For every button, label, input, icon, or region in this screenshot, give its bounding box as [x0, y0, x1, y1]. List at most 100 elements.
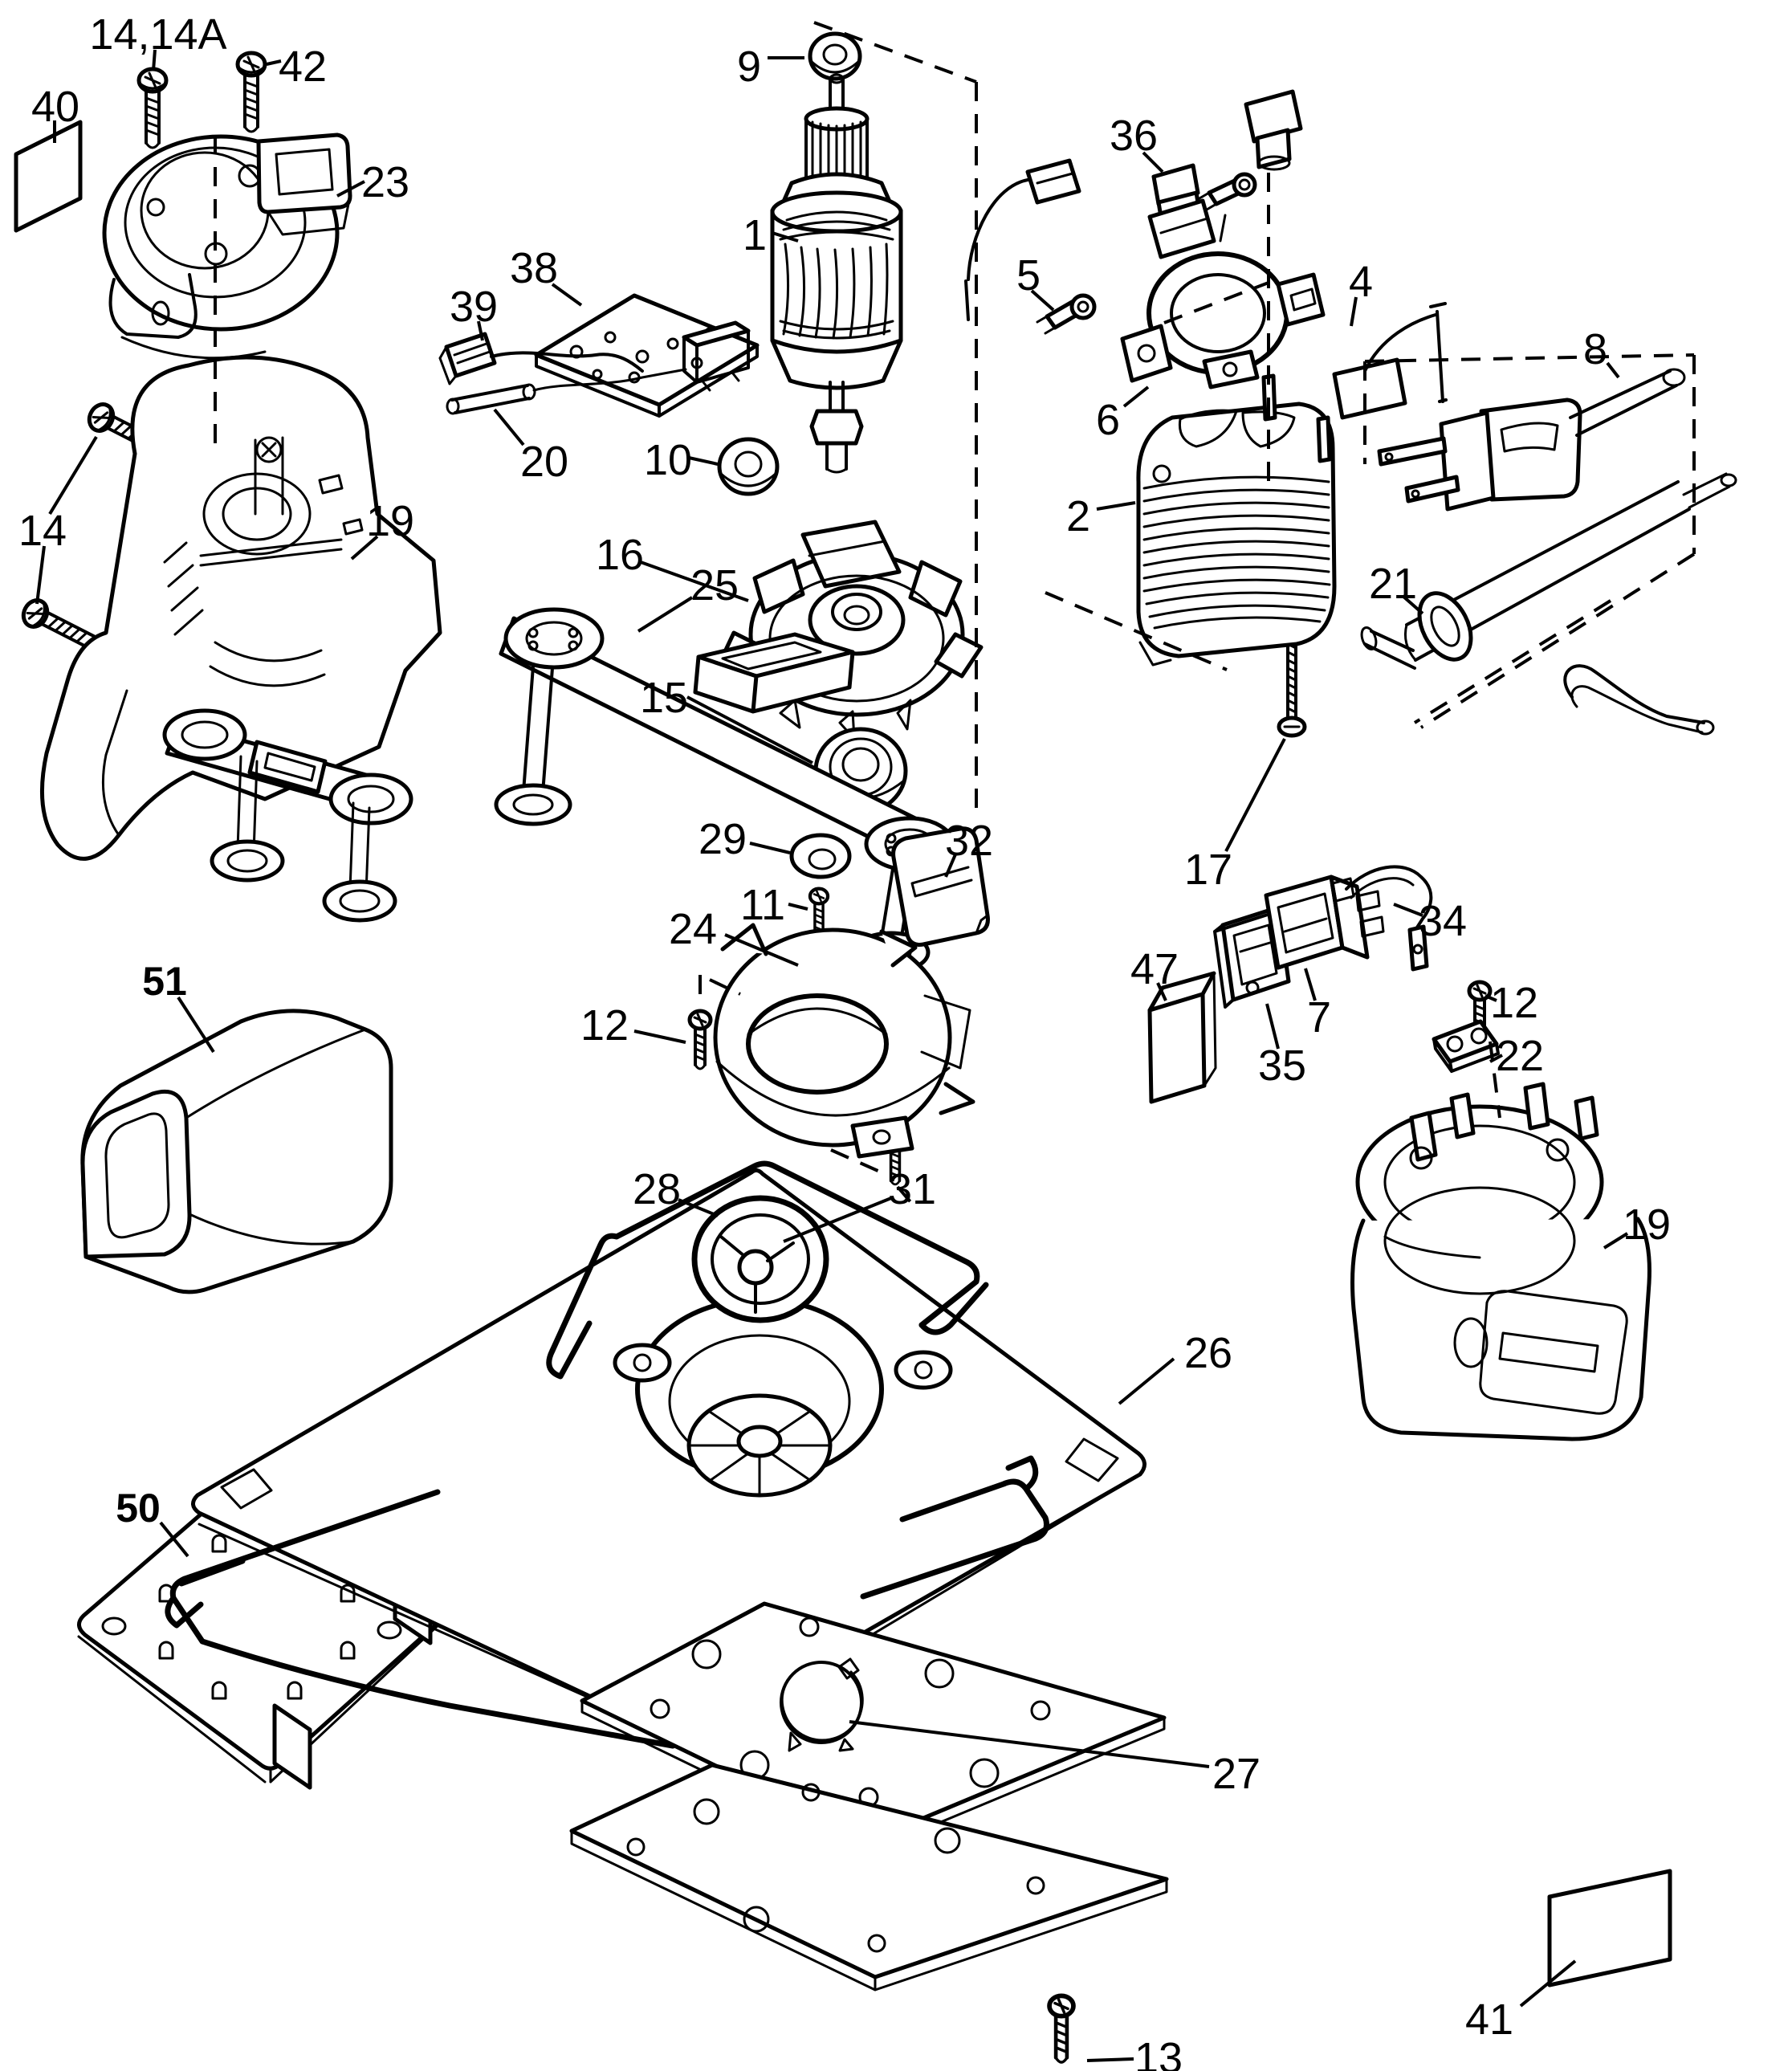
part-9-ball-bearing [808, 31, 862, 81]
callout-leader-line [783, 1197, 892, 1243]
callout-leader-line [1086, 2057, 1134, 2062]
callout-leader-line [688, 456, 719, 466]
callout-leader-line [749, 842, 791, 854]
part-number-label: 6 [1096, 396, 1120, 444]
part-number-label: 15 [640, 674, 688, 722]
part-number-label: 32 [945, 817, 993, 865]
callout-leader-line [159, 1521, 189, 1558]
part-27-pad-plates [569, 1601, 1169, 1992]
part-29-washer [789, 833, 852, 879]
assembly-guide-line [1413, 599, 1612, 724]
part-number-label: 13 [1134, 2034, 1183, 2071]
part-number-label: 35 [1258, 1042, 1306, 1090]
callout-leader-line [551, 283, 583, 307]
part-22-cord-clamp [1432, 1019, 1500, 1073]
part-number-label: 2 [1066, 492, 1090, 540]
part-number-label: 38 [510, 244, 558, 292]
assembly-guide-line [896, 1185, 918, 1211]
part-51-dust-cover [80, 1009, 393, 1294]
part-number-label: 12 [1490, 979, 1538, 1027]
part-34-lead-wire [1331, 865, 1433, 972]
part-number-label: 29 [698, 815, 747, 863]
part-14-14a-screw [139, 69, 166, 148]
callout-layer: 14,14A4240233839209136564822117101619251… [18, 10, 1671, 2071]
callout-leader-line [177, 996, 215, 1054]
part-42-screw [238, 53, 265, 132]
callout-leader-line [772, 231, 799, 243]
assembly-guide-line [1163, 281, 1269, 324]
part-number-label: 17 [1184, 846, 1232, 894]
part-number-label: 47 [1130, 945, 1179, 993]
callout-leader-line [1603, 1232, 1629, 1250]
part-32-cover-plate [891, 826, 990, 947]
callout-leader-line [350, 535, 379, 561]
part-number-label: 39 [450, 283, 498, 331]
callout-leader-line [1156, 982, 1167, 1001]
assembly-guide-line [813, 21, 977, 84]
part-number-label: 27 [1212, 1750, 1261, 1798]
callout-leader-line [944, 854, 957, 878]
callout-leader-line [1118, 1357, 1175, 1405]
part-number-label: 10 [644, 436, 692, 484]
part-number-label: 22 [1496, 1032, 1544, 1080]
callout-leader-line [266, 59, 282, 66]
part-20-lead-rod [446, 368, 687, 415]
callout-leader-line [1519, 1959, 1577, 2008]
part-number-label: 8 [1583, 325, 1607, 373]
part-number-label: 23 [361, 158, 409, 206]
callout-leader-line [1485, 994, 1497, 1002]
callout-leader-line [477, 320, 484, 341]
part-47-insulation-plate [1147, 971, 1217, 1104]
part-number-label: 14 [18, 507, 67, 555]
part-4-brush-with-lead [1332, 302, 1448, 420]
part-number-label: 5 [1016, 251, 1041, 300]
callout-leader-line [637, 596, 694, 633]
part-number-label: 12 [580, 1001, 629, 1050]
assembly-guide-line [1364, 353, 1695, 363]
part-12-screw-left [690, 1011, 711, 1069]
callout-leader-line [1401, 594, 1424, 615]
callout-leader-line [849, 1720, 1210, 1768]
brush-lead-wire [964, 158, 1081, 321]
part-number-label: 42 [279, 43, 327, 91]
part-number-label: 36 [1110, 112, 1158, 160]
part-number-label: 16 [596, 531, 644, 579]
part-number-label: 40 [31, 83, 79, 131]
part-number-label: 25 [690, 561, 739, 609]
callout-leader-line [35, 545, 46, 605]
callout-leader-line [724, 933, 799, 967]
part-31-retainer-ring [691, 1195, 829, 1323]
callout-leader-line [686, 695, 813, 764]
callout-leader-line [640, 561, 749, 602]
assembly-guide-line [1045, 591, 1228, 671]
part-38-controller-board [534, 293, 760, 418]
part-6-brush-holder [1120, 198, 1326, 389]
part-19-housing-right [1350, 1082, 1651, 1441]
part-number-label: 31 [888, 1165, 936, 1213]
part-number-label: 24 [669, 905, 717, 953]
callout-leader-line [1096, 501, 1136, 511]
part-number-label: 28 [633, 1165, 681, 1213]
part-5-brush-arm-b [1198, 172, 1257, 211]
part-number-label: 14,14A [89, 10, 226, 59]
callout-leader-line [493, 408, 525, 446]
assembly-guide-line [1489, 1041, 1501, 1119]
callout-leader-line [1350, 296, 1358, 327]
callout-leader-line [1304, 968, 1317, 1001]
part-7-switch [1264, 874, 1385, 970]
part-number-label: 34 [1419, 897, 1467, 945]
part-2-field-stator [1136, 373, 1337, 667]
callout-leader-line [1393, 903, 1423, 917]
part-13-screw [1049, 1996, 1073, 2062]
callout-leader-line [1489, 1054, 1503, 1063]
callout-leader-line [48, 435, 98, 516]
guide-layer [214, 21, 1696, 1211]
part-number-label: 4 [1349, 258, 1373, 306]
part-number-label: 9 [737, 43, 761, 91]
part-19-housing-left-cutaway [39, 355, 442, 861]
part-number-label: 51 [142, 959, 187, 1004]
bearing-bracket-lower [162, 708, 413, 923]
callout-leader-line [152, 49, 157, 71]
